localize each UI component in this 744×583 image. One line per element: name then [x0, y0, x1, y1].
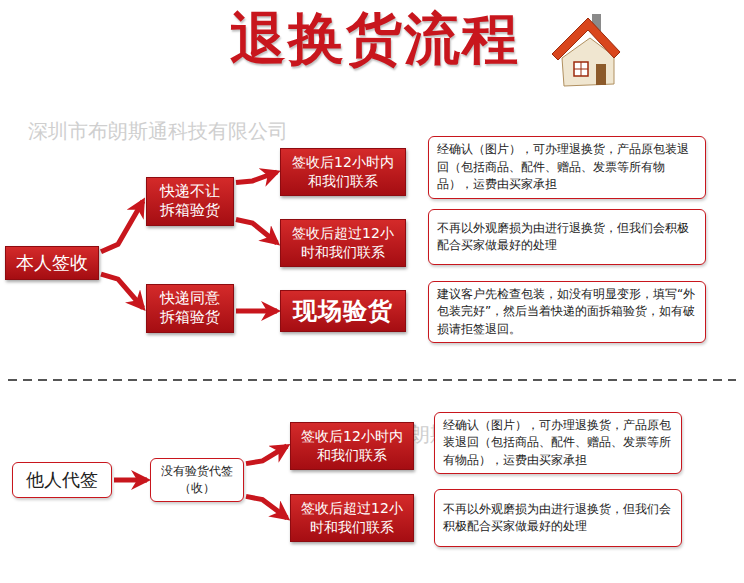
node-text: 签收后12小时内和我们联系 — [289, 153, 397, 191]
result-box: 经确认（图片），可办理退换货，产品原包装退回（包括商品、配件、赠品、发票等所有物… — [428, 136, 706, 198]
node-text: 快递不让拆箱验货 — [155, 182, 225, 221]
node-text: 他人代签 — [26, 467, 98, 493]
node-text: 签收后12小时内和我们联系 — [299, 427, 405, 465]
receiver-box: 他人代签 — [12, 462, 112, 498]
node-text: 没有验货代签（收） — [159, 463, 235, 498]
node-text: 经确认（图片），可办理退换货，产品原包装退回（包括商品、配件、赠品、发票等所有物… — [437, 141, 697, 193]
watermark: 深圳市布朗斯通科技有限公司 — [28, 118, 288, 145]
node-text: 不再以外观磨损为由进行退换货，但我们会积极配合买家做最好的处理 — [443, 501, 673, 536]
node-text: 经确认（图片），可办理退换货，产品原包装退回（包括商品、配件、赠品、发票等所有物… — [443, 417, 673, 469]
arrow-connector — [246, 496, 287, 518]
node-text: 签收后超过12小时和我们联系 — [299, 499, 405, 537]
inspect-box: 现场验货 — [280, 290, 406, 332]
arrow-connector — [236, 308, 277, 313]
dashed-separator — [8, 379, 736, 381]
result-box: 建议客户先检查包装，如没有明显变形，填写“外包装完好”，然后当着快递的面拆箱验货… — [428, 281, 706, 343]
title: 退换货流程 — [185, 2, 565, 78]
time-box: 签收后超过12小时和我们联系 — [280, 219, 406, 267]
node-text: 签收后超过12小时和我们联系 — [289, 224, 397, 262]
node-text: 不再以外观磨损为由进行退换货，但我们会积极配合买家做最好的处理 — [437, 220, 697, 255]
arrow-connector — [114, 478, 147, 483]
node-text: 本人签收 — [16, 251, 88, 275]
arrow-connector — [101, 201, 143, 252]
result-box: 不再以外观磨损为由进行退换货，但我们会积极配合买家做最好的处理 — [434, 489, 682, 547]
condition-box: 没有验货代签（收） — [150, 458, 244, 503]
arrow-connector — [246, 446, 287, 464]
node-text: 现场验货 — [293, 295, 393, 327]
node-text: 建议客户先检查包装，如没有明显变形，填写“外包装完好”，然后当着快递的面拆箱验货… — [437, 286, 697, 338]
time-box: 签收后超过12小时和我们联系 — [290, 494, 414, 542]
time-box: 签收后12小时内和我们联系 — [290, 422, 414, 470]
arrow-connector — [101, 274, 143, 308]
arrow-connector — [236, 220, 277, 244]
time-box: 签收后12小时内和我们联系 — [280, 148, 406, 196]
arrow-connector — [236, 172, 277, 183]
result-box: 经确认（图片），可办理退换货，产品原包装退回（包括商品、配件、赠品、发票等所有物… — [434, 412, 682, 474]
node-text: 快递同意拆箱验货 — [155, 289, 225, 328]
condition-box: 快递不让拆箱验货 — [146, 177, 234, 226]
result-box: 不再以外观磨损为由进行退换货，但我们会积极配合买家做最好的处理 — [428, 209, 706, 265]
receiver-box: 本人签收 — [5, 246, 99, 280]
house-icon — [552, 14, 620, 86]
condition-box: 快递同意拆箱验货 — [146, 284, 234, 333]
